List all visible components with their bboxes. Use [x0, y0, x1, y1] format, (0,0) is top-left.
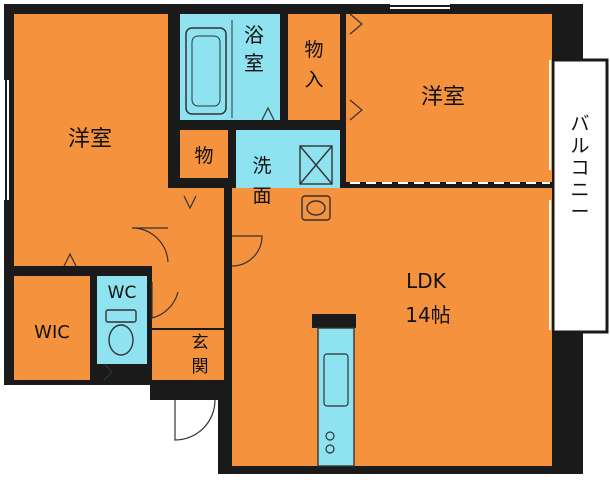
wic-label: WIC: [34, 322, 70, 343]
hall-area: [152, 188, 224, 328]
door-swings: [63, 13, 363, 441]
bath-label: 浴室: [244, 23, 264, 75]
balcony: [551, 58, 609, 334]
entrance-room: [152, 330, 224, 380]
western-room-left: [14, 14, 168, 266]
western-room-right: [346, 14, 552, 182]
ldk-label: LDK: [406, 269, 447, 293]
western-right-label: 洋室: [421, 85, 465, 110]
ldk-size-label: 14帖: [405, 303, 450, 327]
wic-room: [14, 276, 90, 380]
kitchen-counter: [312, 314, 356, 467]
entrance-label: 玄関: [192, 333, 209, 377]
western-left-label: 洋室: [68, 127, 112, 152]
toilet-label: WC: [108, 283, 137, 303]
washroom-label: 洗面: [252, 155, 271, 207]
toilet-fixture: [105, 309, 137, 356]
storage-small-room: [180, 130, 228, 178]
storage-top-label: 物入: [304, 39, 323, 91]
washbasin: [301, 195, 331, 221]
windows: [3, 3, 551, 330]
washer-box: [299, 145, 333, 185]
bathtub: [185, 20, 233, 118]
storage-top-room: [288, 14, 340, 120]
balcony-label: バルコニー: [570, 113, 589, 223]
ldk-room: [232, 188, 552, 466]
storage-small-label: 物: [194, 145, 213, 167]
